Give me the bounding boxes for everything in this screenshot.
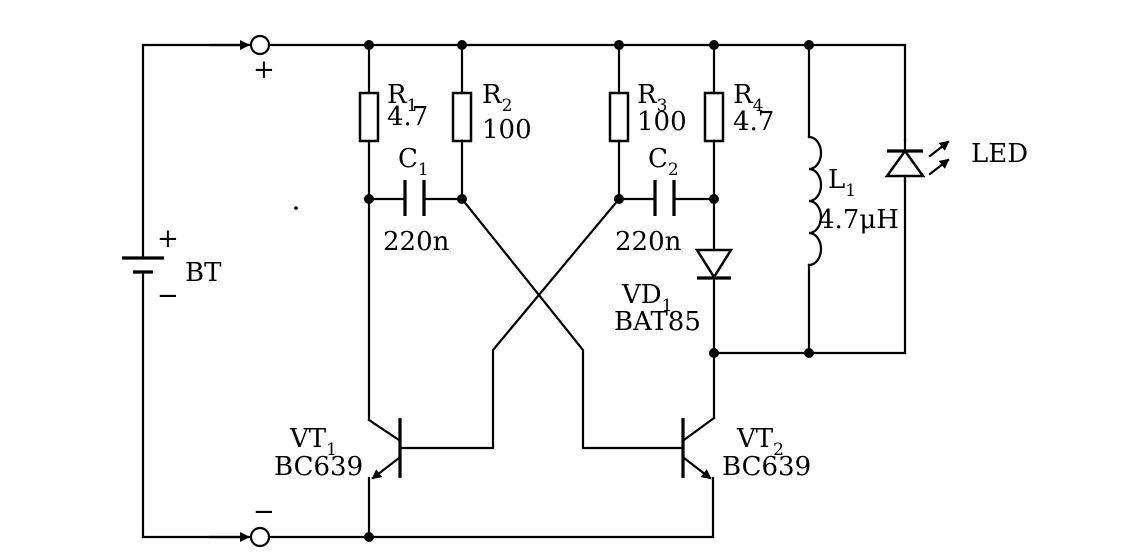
vt2-ref: VT2 <box>736 424 784 460</box>
led-triangle <box>884 148 926 178</box>
vt2-value: BC639 <box>722 452 811 482</box>
transistor-vt1: VT1 BC639 <box>274 418 402 539</box>
cross-wire-c2-to-vt1-base <box>398 197 621 450</box>
r1-value: 4.7 <box>387 102 428 132</box>
negative-terminal <box>249 526 271 548</box>
diode-vd1: VD1 BAT85 <box>614 248 734 420</box>
positive-terminal-sign: + <box>253 55 275 85</box>
c2-value: 220n <box>615 227 682 257</box>
vt2-emitter-arrow <box>682 456 712 480</box>
c1-value: 220n <box>383 227 450 257</box>
negative-terminal-sign: − <box>253 497 275 527</box>
c2-ref: C2 <box>648 144 679 180</box>
battery-bt: + − BT <box>122 43 222 539</box>
r4-ref: R4 <box>733 80 763 116</box>
junction-dot <box>804 40 814 50</box>
r3-value: 100 <box>637 107 687 137</box>
r2-body <box>451 91 473 143</box>
resistor-r4: R4 4.7 <box>703 43 774 252</box>
r2-value: 100 <box>482 115 532 145</box>
capacitor-c1: C1 220n <box>367 144 464 257</box>
r1-ref: R1 <box>387 80 417 116</box>
junction-dot <box>709 194 719 204</box>
l1-coil <box>807 135 823 267</box>
junction-dot <box>364 532 374 542</box>
vt2-collector <box>682 416 716 442</box>
junction-dots <box>294 40 814 542</box>
led: LED <box>884 138 1028 184</box>
junction-dot <box>457 194 467 204</box>
resistor-r3: R3 100 <box>608 43 687 201</box>
r3-ref: R3 <box>637 80 667 116</box>
resistor-r1: R1 4.7 <box>358 43 428 422</box>
transistor-vt2: VT2 BC639 <box>681 416 811 539</box>
positive-rail <box>141 34 907 355</box>
vt1-emitter-arrow <box>371 456 401 480</box>
l1-value: 4.7μH <box>818 205 899 235</box>
junction-dot <box>709 348 719 358</box>
junction-dot <box>364 194 374 204</box>
inductor-l1: L1 4.7μH <box>807 43 899 355</box>
r1-body <box>358 91 380 143</box>
led-label: LED <box>971 139 1028 169</box>
battery-plus-sign: + <box>157 224 179 254</box>
capacitor-c2: C2 220n <box>615 144 716 257</box>
resistor-r2: R2 100 <box>451 43 532 201</box>
vt1-collector <box>367 418 401 442</box>
vt1-ref: VT1 <box>289 424 337 460</box>
stray-mark <box>294 206 298 210</box>
junction-dot <box>614 40 624 50</box>
r3-body <box>608 91 630 143</box>
cross-coupling <box>398 197 684 450</box>
c1-ref: C1 <box>398 144 429 180</box>
battery-label: BT <box>185 258 222 288</box>
negative-rail <box>141 526 715 548</box>
positive-terminal <box>249 34 271 56</box>
vd1-ref: VD1 <box>621 280 672 316</box>
cross-wire-c1-to-vt2-base <box>460 197 684 450</box>
vt1-value: BC639 <box>274 452 363 482</box>
junction-dot <box>614 194 624 204</box>
junction-dot <box>457 40 467 50</box>
led-emission-arrow-1 <box>928 140 950 158</box>
junction-dot <box>364 40 374 50</box>
vd1-triangle <box>694 248 734 280</box>
battery-minus-sign: − <box>157 281 179 311</box>
vd1-value: BAT85 <box>614 307 701 337</box>
led-emission-arrow-2 <box>928 158 950 176</box>
r4-body <box>703 91 725 143</box>
l1-ref: L1 <box>828 165 856 201</box>
junction-dot <box>709 40 719 50</box>
r4-value: 4.7 <box>733 107 774 137</box>
junction-dot <box>804 348 814 358</box>
r2-ref: R2 <box>482 80 512 116</box>
